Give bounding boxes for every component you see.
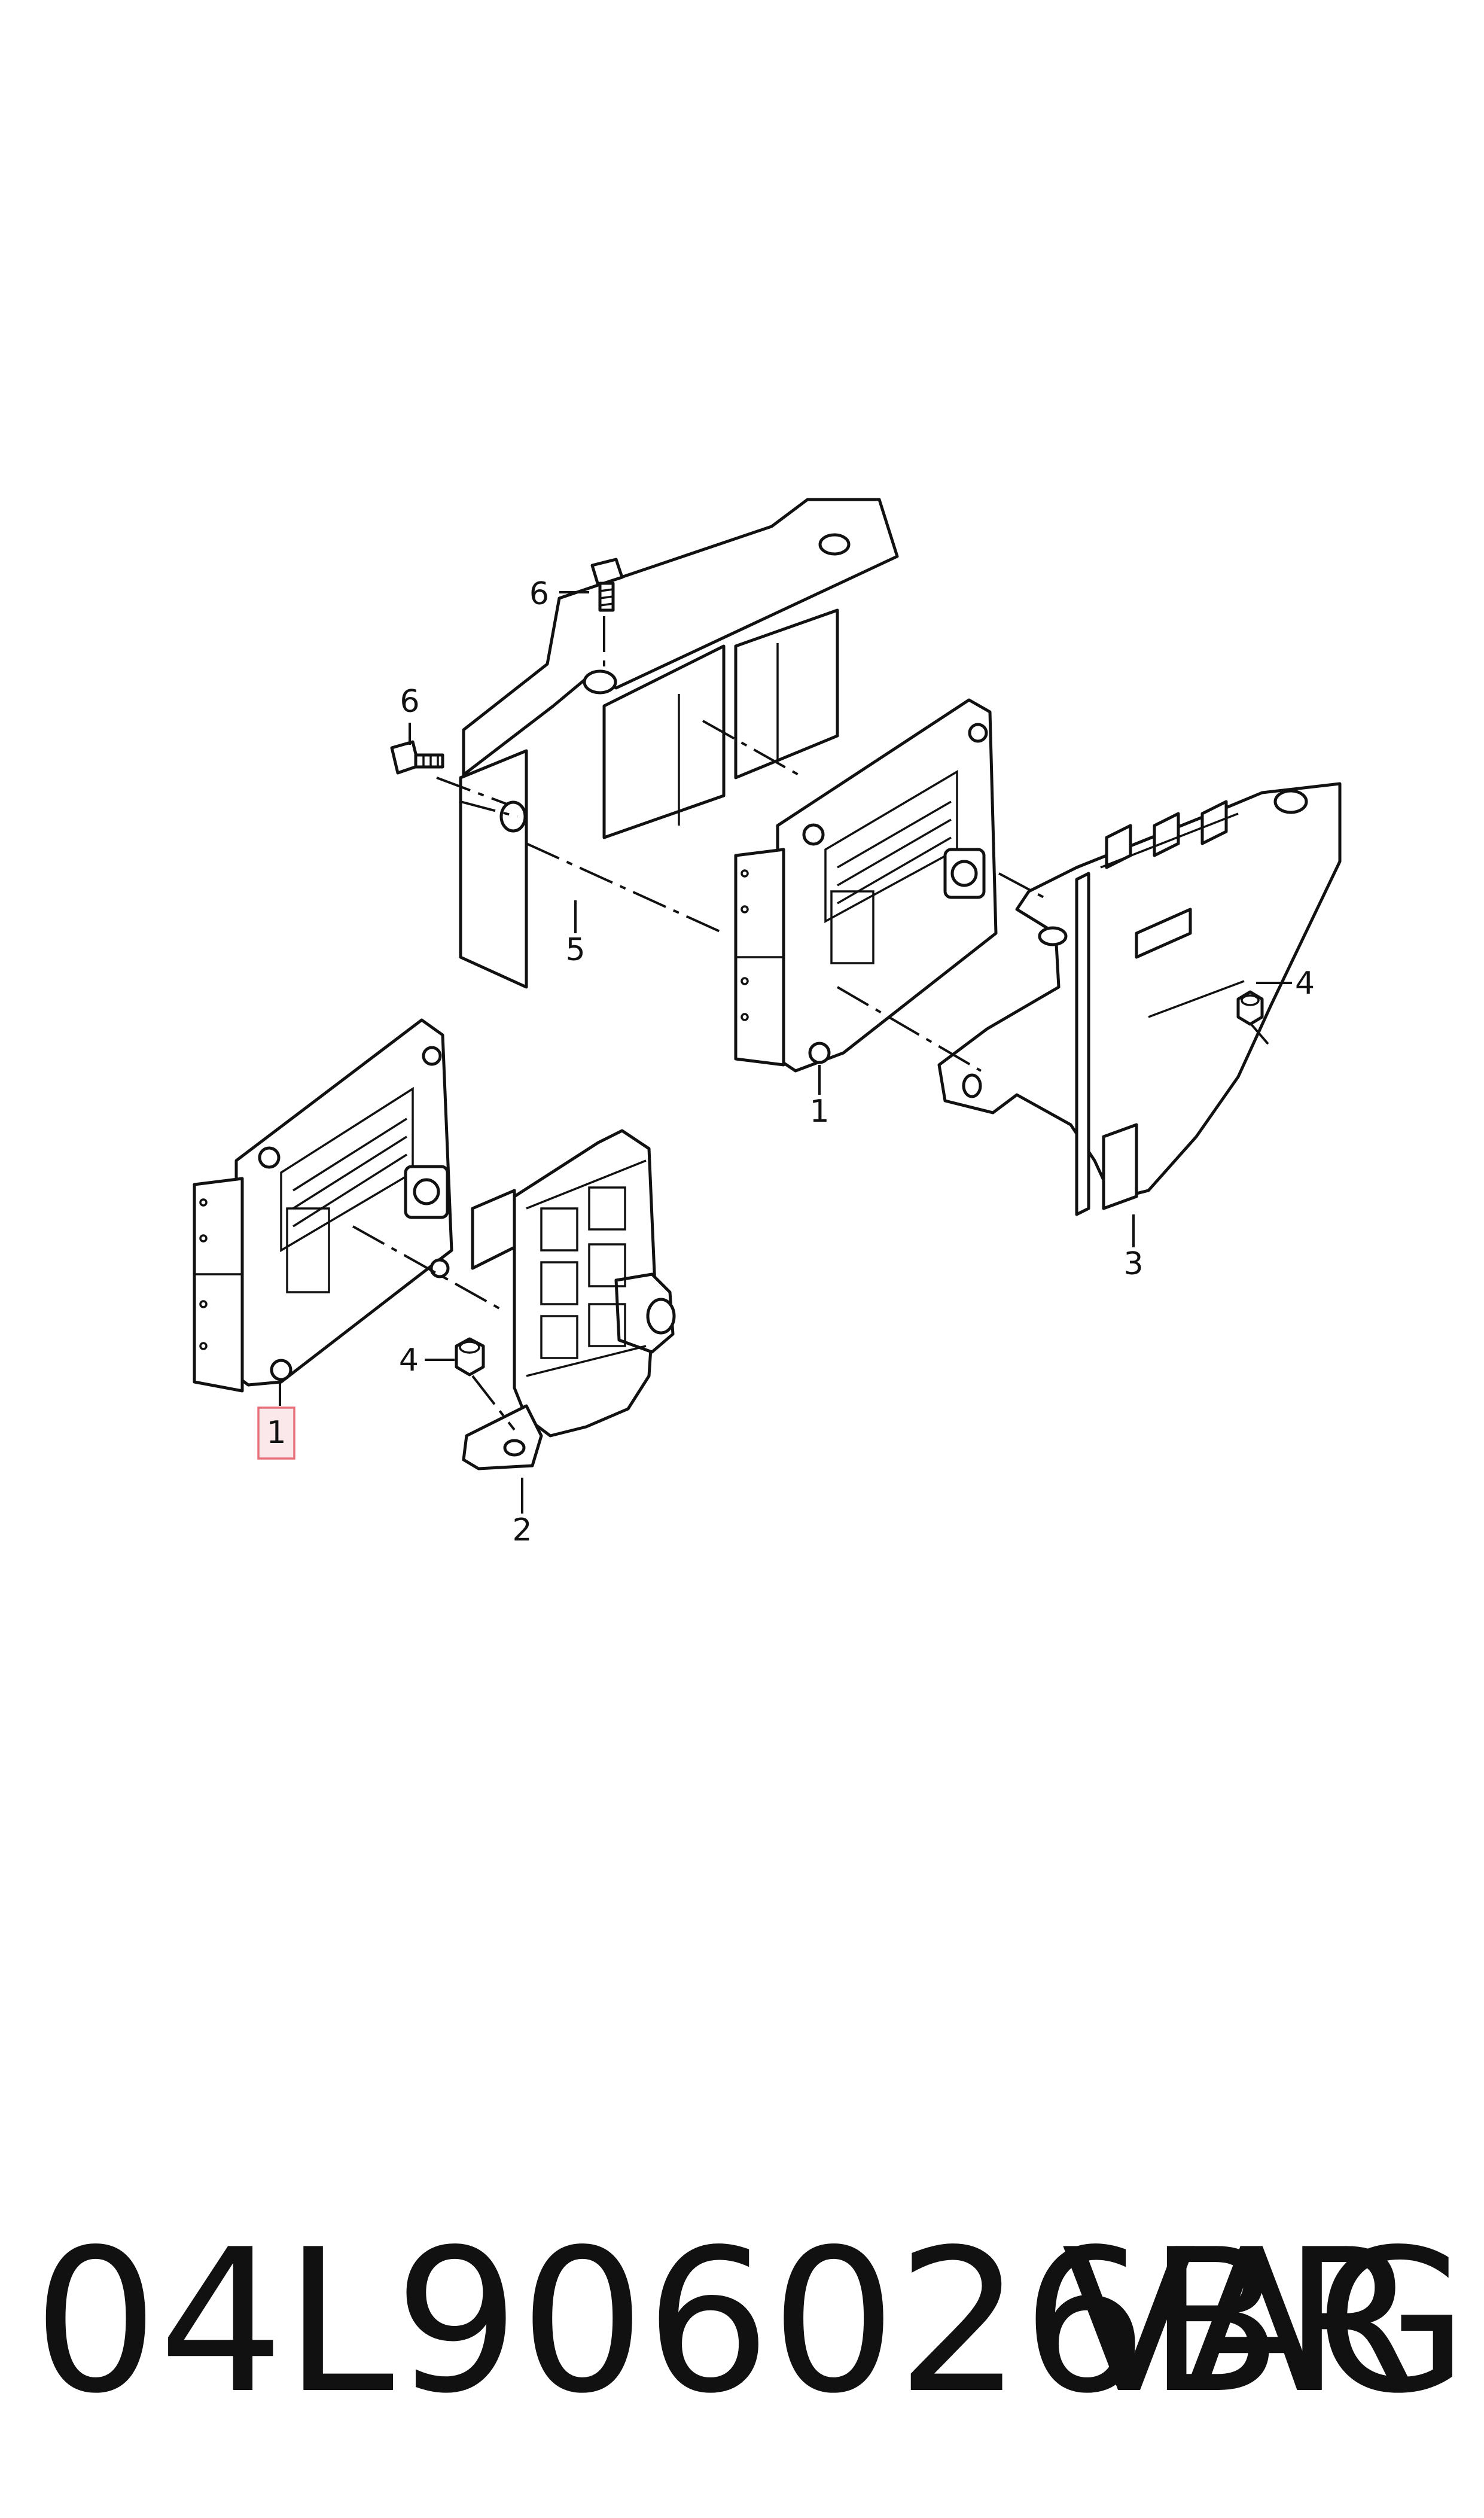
callout-6-left[interactable]: 6 xyxy=(400,684,419,720)
callout-highlight-box xyxy=(257,1406,295,1460)
brand-name: VAG xyxy=(1062,2207,1468,2437)
callout-labels: 6 6 5 1 4 3 4 1 2 xyxy=(266,576,1315,1548)
callout-3[interactable]: 3 xyxy=(1123,1246,1143,1282)
part-number: 04L906026BR xyxy=(33,2207,1420,2437)
screw-part-6-top[interactable] xyxy=(590,558,624,612)
callout-1-assembled[interactable]: 1 xyxy=(809,1094,829,1129)
control-unit-part-1-assembled[interactable] xyxy=(734,698,998,1073)
callout-5[interactable]: 5 xyxy=(565,932,585,968)
callout-1-highlighted[interactable]: 1 xyxy=(266,1415,286,1451)
control-unit-part-1-exploded[interactable] xyxy=(193,1018,453,1393)
callout-2[interactable]: 2 xyxy=(512,1512,532,1548)
leader-lines xyxy=(279,591,1292,1514)
callout-6-top[interactable]: 6 xyxy=(529,576,549,612)
nut-part-4-left[interactable] xyxy=(455,1337,485,1377)
callout-4-left[interactable]: 4 xyxy=(399,1342,419,1378)
assembly-lines xyxy=(352,616,1269,1431)
callout-4-right[interactable]: 4 xyxy=(1295,966,1315,1001)
mounting-frame-part-3[interactable] xyxy=(937,782,1342,1216)
bracket-part-5[interactable] xyxy=(459,498,899,989)
nut-part-4-right[interactable] xyxy=(1236,990,1264,1026)
holder-part-2[interactable] xyxy=(462,1129,676,1470)
screw-part-6-left[interactable] xyxy=(390,740,444,775)
